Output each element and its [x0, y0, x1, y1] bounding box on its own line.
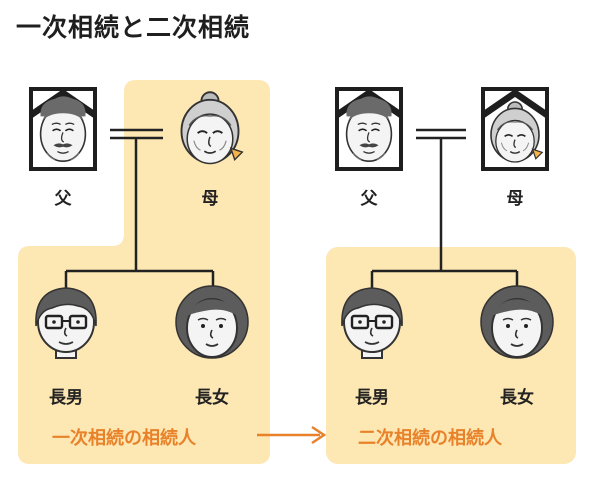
right-father-label: 父: [360, 189, 378, 209]
left-father-label: 父: [54, 189, 72, 209]
right-mother: [481, 87, 549, 171]
left-father: [29, 87, 97, 171]
left-daughter-label: 長女: [195, 388, 229, 408]
page-title: 一次相続と二次相続: [16, 13, 251, 42]
right-marriage-line: [416, 128, 466, 140]
right-arrow-icon: [257, 425, 327, 445]
deceased-father-portrait-icon: [345, 95, 393, 162]
right-father: [335, 87, 403, 171]
right-son-label: 長男: [355, 388, 389, 408]
right-daughter-label: 長女: [500, 388, 534, 408]
left-son-label: 長男: [49, 388, 83, 408]
right-family-tree-lines: [370, 138, 519, 290]
daughter-icon: [175, 285, 249, 359]
deceased-father-portrait-icon: [39, 95, 87, 162]
left-heirs-caption: 一次相続の相続人: [52, 428, 196, 449]
right-heirs-caption: 二次相続の相続人: [358, 428, 502, 449]
right-mother-label: 母: [506, 189, 524, 209]
daughter-icon: [480, 285, 554, 359]
left-mother-label: 母: [201, 189, 219, 209]
